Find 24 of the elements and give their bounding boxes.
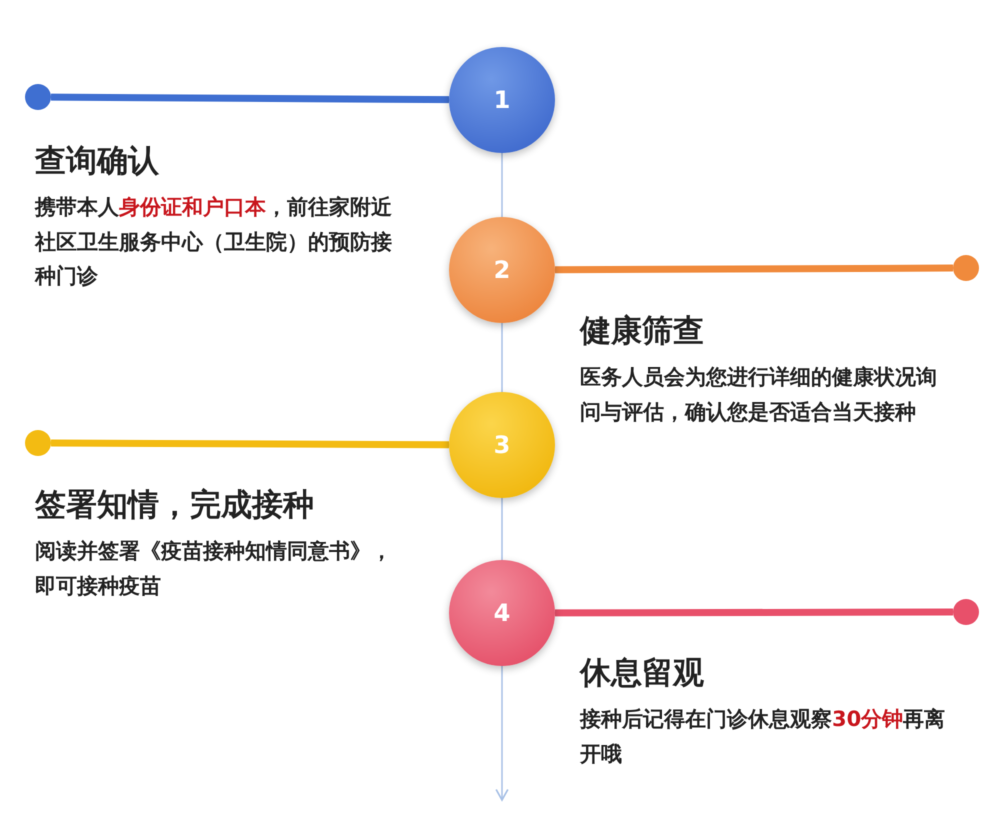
connector-line	[501, 153, 503, 217]
connector-line	[555, 608, 953, 616]
step-heading: 休息留观	[580, 655, 705, 692]
connector-line	[50, 440, 450, 448]
connector-line	[554, 264, 954, 274]
step-heading: 签署知情，完成接种	[35, 487, 315, 524]
step-number-circle: 1	[449, 47, 555, 153]
step-description: 阅读并签署《疫苗接种知情同意书》，即可接种疫苗	[35, 538, 393, 600]
end-dot	[953, 599, 979, 625]
step-heading: 查询确认	[35, 143, 160, 180]
connector-line	[50, 94, 450, 104]
connector-line	[501, 323, 503, 392]
step-description: 携带本人身份证和户口本，前往家附近社区卫生服务中心（卫生院）的预防接种门诊	[35, 194, 393, 290]
step-number-circle: 4	[449, 560, 555, 666]
step-number-circle: 2	[449, 217, 555, 323]
step-number-circle: 3	[449, 392, 555, 498]
arrow	[495, 666, 509, 801]
end-dot	[25, 84, 51, 110]
step-description: 接种后记得在门诊休息观察30分钟再离开哦	[580, 706, 946, 768]
connector-line	[501, 498, 503, 560]
step-description: 医务人员会为您进行详细的健康状况询问与评估，确认您是否适合当天接种	[580, 364, 938, 426]
step-heading: 健康筛查	[580, 313, 705, 350]
end-dot	[953, 255, 979, 281]
end-dot	[25, 430, 51, 456]
